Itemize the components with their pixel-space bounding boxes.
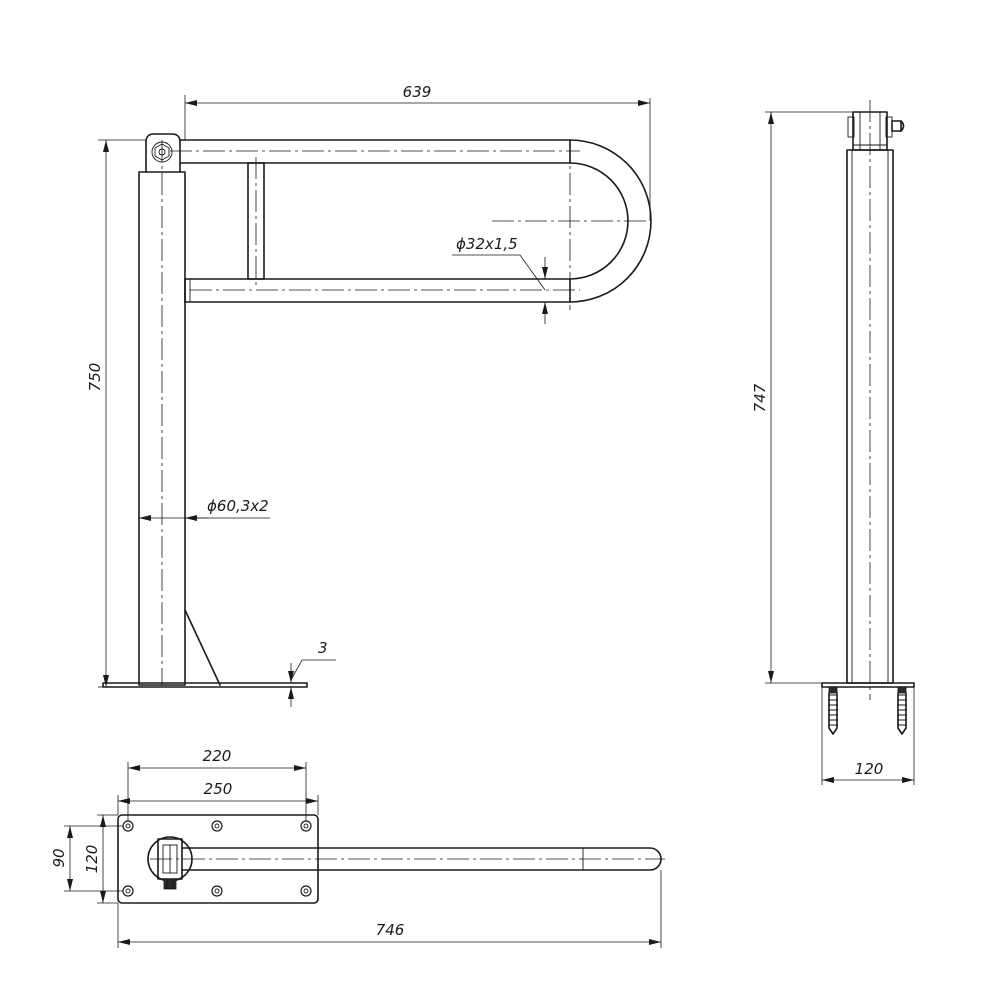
dim-top-plate-width-label: 120 <box>83 845 101 874</box>
dim-top-plate-width: 120 <box>83 814 118 904</box>
dim-plate-thickness-label: 3 <box>318 639 328 657</box>
top-view: 220 250 90 120 746 <box>50 747 665 948</box>
dim-side-base: 120 <box>821 687 915 785</box>
dim-top-plate-length: 250 <box>117 780 319 815</box>
dim-top-overall-label: 746 <box>376 921 405 939</box>
hinge-bracket <box>145 133 181 173</box>
anchor-bolt-right <box>897 686 907 735</box>
side-hinge <box>847 111 905 151</box>
gusset <box>184 609 221 686</box>
dim-top-hole-spacing: 90 <box>50 825 123 892</box>
top-post <box>147 836 193 890</box>
dim-tube-small: ϕ32x1,5 <box>452 235 548 324</box>
dim-top-plate-length-label: 250 <box>204 780 233 798</box>
dim-side-base-label: 120 <box>855 760 884 778</box>
dim-tube-large-label: ϕ60,3x2 <box>207 497 269 515</box>
dim-front-height-label: 750 <box>86 363 104 392</box>
front-view: 639 750 ϕ32x1,5 ϕ60,3x2 3 <box>86 83 652 707</box>
anchor-bolt-left <box>828 686 838 735</box>
dim-top-hole-span-label: 220 <box>203 747 232 765</box>
dim-front-width: 639 <box>184 83 651 221</box>
dim-top-hole-span: 220 <box>127 747 307 821</box>
dim-top-hole-spacing-label: 90 <box>50 848 68 867</box>
base-plate <box>102 682 308 688</box>
dim-side-height: 747 <box>751 111 853 684</box>
dim-top-overall: 746 <box>117 870 662 948</box>
mounting-holes <box>122 820 312 897</box>
top-rail <box>150 847 665 871</box>
side-base-plate <box>821 682 915 688</box>
dim-side-height-label: 747 <box>751 383 769 412</box>
dim-plate-thickness: 3 <box>288 639 336 707</box>
side-view: 747 120 <box>751 100 915 785</box>
dim-tube-small-label: ϕ32x1,5 <box>456 235 518 253</box>
dim-front-width-label: 639 <box>403 83 432 101</box>
dim-front-height: 750 <box>86 139 146 688</box>
dim-tube-large: ϕ60,3x2 <box>139 497 270 521</box>
u-handrail <box>170 139 652 310</box>
